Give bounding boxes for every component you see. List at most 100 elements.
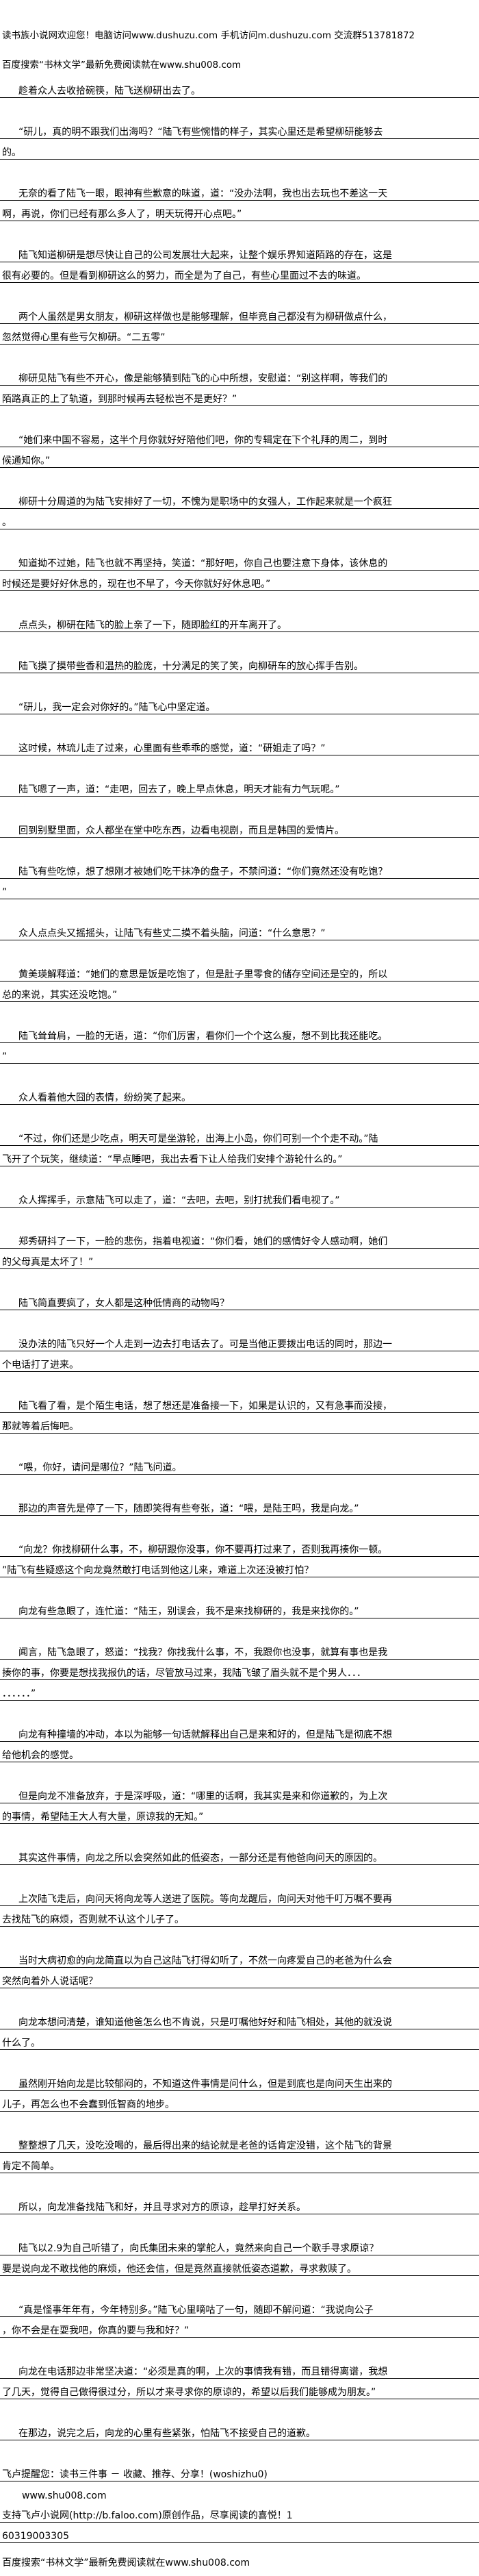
paragraph-line: 的。 xyxy=(0,139,479,160)
paragraph-line: 闻言，陆飞急眼了，怒道：“找我？你找我什么事，不，我跟你也没事，就算有事也是我 xyxy=(0,1639,479,1660)
paragraph-line: “真是怪事年年有，今年特别多。”陆飞心里嘀咕了一句，随即不解问道：“我说向公子 xyxy=(0,2297,479,2317)
paragraph-gap xyxy=(0,1618,479,1639)
site-welcome-banner: 读书族小说网欢迎您！电脑访问www.dushuzu.com 手机访问m.dush… xyxy=(2,30,415,41)
paragraph-list: 趁着众人去收拾碗筷，陆飞送柳研出去了。 “研儿，真的明不跟我们出海吗？“陆飞有些惋… xyxy=(0,77,479,2440)
paragraph: 没办法的陆飞只好一个人走到一边去打电话去了。可是当他正要拨出电话的同时，那边一个… xyxy=(0,1331,479,1372)
paragraph-line: 陆飞看了看，是个陌生电话，想了想还是准备接一下，如果是认识的，又有急事而没接， xyxy=(0,1392,479,1413)
support-notice-number: 60319003305 xyxy=(0,2523,479,2543)
site-url-link[interactable]: www.shu008.com xyxy=(22,2490,107,2501)
paragraph: 知道拗不过她，陆飞也就不再坚持，笑道：“那好吧，你自己也要注意下身体，该休息的时… xyxy=(0,550,479,591)
paragraph-line: 很有必要的。但是看到柳研这么的努力，而全是为了自己，有些心里面过不去的味道。 xyxy=(0,262,479,283)
paragraph-line: 其实这件事情，向龙之所以会突然如此的低姿态，一部分还是有他爸向问天的原因的。 xyxy=(0,1845,479,1865)
paragraph-gap xyxy=(0,1269,479,1290)
paragraph-line: 突然向着外人说话呢？ xyxy=(0,1968,479,1988)
paragraph-line: 的事情，希望陆王大人有大量，原谅我的无知。” xyxy=(0,1803,479,1824)
paragraph-line: 没办法的陆飞只好一个人走到一边去打电话去了。可是当他正要拨出电话的同时，那边一 xyxy=(0,1331,479,1351)
paragraph-line: “研儿，真的明不跟我们出海吗？“陆飞有些惋惜的样子，其实心里还是希望柳研能够去 xyxy=(0,118,479,139)
paragraph-line: 陆飞耸耸肩，一脸的无语，道：“你们厉害，看你们一个个这么瘦，想不到比我还能吃。 xyxy=(0,1023,479,1043)
paragraph-gap xyxy=(0,1577,479,1598)
paragraph-line: 个电话打了进来。 xyxy=(0,1351,479,1372)
paragraph-line: ．．．．．．” xyxy=(0,1680,479,1701)
paragraph: 当时大病初愈的向龙简直以为自己这陆飞打得幻听了，不然一向疼爱自己的老爸为什么会突… xyxy=(0,1947,479,1988)
paragraph: 黄美瑛解释道：“她们的意思是饭是吃饱了，但是肚子里零食的储存空间还是空的，所以总… xyxy=(0,961,479,1002)
paragraph-line: 向龙有种撞墙的冲动，本以为能够一句话就解释出自己是来和好的，但是陆飞是彻底不想 xyxy=(0,1721,479,1742)
paragraph: 趁着众人去收拾碗筷，陆飞送柳研出去了。 xyxy=(0,77,479,98)
paragraph: 向龙有些急眼了，连忙道：“陆王，别误会，我不是来找柳研的，我是来找你的。” xyxy=(0,1598,479,1618)
support-notice: 支持飞卢小说网(http://b.faloo.com)原创作品，尽享阅读的喜悦！… xyxy=(0,2502,479,2523)
paragraph-gap xyxy=(0,2173,479,2194)
paragraph: 众人看着他大囧的表情，纷纷笑了起来。 xyxy=(0,1084,479,1105)
paragraph-line: 虽然刚开始向龙是比较郁闷的，不知道这件事情是问什么，但是到底也是向问天生出来的 xyxy=(0,2071,479,2091)
paragraph: 陆飞知道柳研是想尽快让自己的公司发展壮大起来，让整个娱乐界知道陌路的存在，这是很… xyxy=(0,242,479,283)
paragraph-gap xyxy=(0,1310,479,1331)
paragraph: “研儿，我一定会对你好的。”陆飞心中坚定道。 xyxy=(0,694,479,714)
paragraph-gap xyxy=(0,283,479,303)
paragraph: 郑秀研抖了一下，一脸的悲伤，指着电视道：“你们看，她们的感情好令人感动啊，她们的… xyxy=(0,1228,479,1269)
paragraph-line: 的父母真是太坏了！” xyxy=(0,1249,479,1269)
paragraph-gap xyxy=(0,2050,479,2071)
paragraph-gap xyxy=(0,1372,479,1392)
paragraph-line: 点点头，柳研在陆飞的脸上亲了一下，随即脸红的开车离开了。 xyxy=(0,612,479,632)
paragraph-line: 时候还是要好好休息的，现在也不早了，今天你就好好休息吧。” xyxy=(0,571,479,591)
paragraph: “研儿，真的明不跟我们出海吗？“陆飞有些惋惜的样子，其实心里还是希望柳研能够去的… xyxy=(0,118,479,160)
paragraph: 陆飞看了看，是个陌生电话，想了想还是准备接一下，如果是认识的，又有急事而没接，那… xyxy=(0,1392,479,1434)
paragraph-line: 那就等着后悔吧。 xyxy=(0,1413,479,1434)
paragraph-line: 儿子，再怎么也不会蠢到低智商的地步。 xyxy=(0,2091,479,2112)
paragraph-line: 什么了。 xyxy=(0,2029,479,2050)
paragraph: 但是向龙不准备放弃，于是深呼吸，道：“哪里的话啊，我其实是来和你道歉的，为上次的… xyxy=(0,1783,479,1824)
paragraph: 众人挥挥手，示意陆飞可以走了，道：“去吧，去吧，别打扰我们看电视了。” xyxy=(0,1187,479,1208)
paragraph: 上次陆飞走后，向问天将向龙等人送进了医院。等向龙醒后，向问天对他千叮万嘱不要再去… xyxy=(0,1886,479,1927)
paragraph: 在那边，说完之后，向龙的心里有些紧张，怕陆飞不接受自己的道歉。 xyxy=(0,2420,479,2440)
paragraph-line: 柳研见陆飞有些不开心，像是能够猜到陆飞的心中所想，安慰道：“别这样啊，等我们的 xyxy=(0,365,479,386)
paragraph-line: 黄美瑛解释道：“她们的意思是饭是吃饱了，但是肚子里零食的储存空间还是空的，所以 xyxy=(0,961,479,981)
paragraph-line: 要是说向龙不敢找他的麻烦，他还会信，但是竟然直接就低姿态道歉，寻求救赎了。 xyxy=(0,2255,479,2276)
paragraph-gap xyxy=(0,529,479,550)
paragraph: 两个人虽然是男女朋友，柳研这样做也是能够理解，但毕竟自己都没有为柳研做点什么，忽… xyxy=(0,303,479,345)
paragraph-line: 那边的声音先是停了一下，随即笑得有些夸张，道：“喂，是陆王吗，我是向龙。” xyxy=(0,1495,479,1516)
paragraph-gap xyxy=(0,1002,479,1023)
paragraph-line: 飞开了个玩笑，继续道：“早点睡吧，我出去看下让人给我们安排个游轮什么的。” xyxy=(0,1146,479,1166)
paragraph-line: 啊，再说，你们已经有那么多人了，明天玩得开心点吧。” xyxy=(0,201,479,221)
paragraph-line: 两个人虽然是男女朋友，柳研这样做也是能够理解，但毕竟自己都没有为柳研做点什么， xyxy=(0,303,479,324)
paragraph-line: 众人点点头又摇摇头，让陆飞有些丈二摸不着头脑，问道：“什么意思？” xyxy=(0,920,479,940)
paragraph-gap xyxy=(0,1927,479,1947)
paragraph-gap xyxy=(0,1701,479,1721)
paragraph-gap xyxy=(0,1865,479,1886)
paragraph-gap xyxy=(0,160,479,180)
paragraph-gap xyxy=(0,2338,479,2358)
paragraph-line: 总的来说，其实还没吃饱。” xyxy=(0,981,479,1002)
paragraph-line: 趁着众人去收拾碗筷，陆飞送柳研出去了。 xyxy=(0,77,479,98)
paragraph-gap xyxy=(0,1762,479,1783)
paragraph-line: 向龙有些急眼了，连忙道：“陆王，别误会，我不是来找柳研的，我是来找你的。” xyxy=(0,1598,479,1618)
paragraph: 陆飞摸了摸带些香和温热的脸庞，十分满足的笑了笑，向柳研车的放心挥手告别。 xyxy=(0,653,479,673)
paragraph-line: 给他机会的感觉。 xyxy=(0,1742,479,1762)
paragraph: “她们来中国不容易，这半个月你就好好陪他们吧，你的专辑定在下个礼拜的周二，到时候… xyxy=(0,427,479,468)
paragraph: 回到别墅里面，众人都坐在堂中吃东西，边看电视剧，而且是韩国的爱情片。 xyxy=(0,817,479,838)
paragraph-line: 众人看着他大囧的表情，纷纷笑了起来。 xyxy=(0,1084,479,1105)
paragraph-line: 陆飞摸了摸带些香和温热的脸庞，十分满足的笑了笑，向柳研车的放心挥手告别。 xyxy=(0,653,479,673)
paragraph-gap xyxy=(0,940,479,961)
paragraph-line: 知道拗不过她，陆飞也就不再坚持，笑道：“那好吧，你自己也要注意下身体，该休息的 xyxy=(0,550,479,571)
paragraph: 陆飞嗯了一声，道：“走吧，回去了，晚上早点休息，明天才能有力气玩呢。” xyxy=(0,776,479,797)
paragraph-line: 候通知你。” xyxy=(0,447,479,468)
paragraph-gap xyxy=(0,1824,479,1845)
paragraph: 陆飞耸耸肩，一脸的无语，道：“你们厉害，看你们一个个这么瘦，想不到比我还能吃。” xyxy=(0,1023,479,1064)
paragraph-line: 陆飞嗯了一声，道：“走吧，回去了，晚上早点休息，明天才能有力气玩呢。” xyxy=(0,776,479,797)
paragraph-gap xyxy=(0,755,479,776)
paragraph: 所以，向龙准备找陆飞和好，并且寻求对方的原谅，趁早打好关系。 xyxy=(0,2194,479,2214)
paragraph-gap xyxy=(0,2399,479,2420)
paragraph-line: 肯定不简单。 xyxy=(0,2153,479,2173)
paragraph-gap xyxy=(0,1988,479,2009)
paragraph: 柳研见陆飞有些不开心，像是能够猜到陆飞的心中所想，安慰道：“别这样啊，等我们的陌… xyxy=(0,365,479,406)
paragraph-line: 回到别墅里面，众人都坐在堂中吃东西，边看电视剧，而且是韩国的爱情片。 xyxy=(0,817,479,838)
paragraph-line: ” xyxy=(0,879,479,899)
paragraph-gap xyxy=(0,468,479,488)
paragraph-line: 柳研十分周道的为陆飞安排好了一切，不愧为是职场中的女强人，工作起来就是一个疯狂 xyxy=(0,488,479,509)
paragraph-line: 整整想了几天，没吃没喝的，最后得出来的结论就是老爸的话肯定没错，这个陆飞的背景 xyxy=(0,2132,479,2153)
paragraph: 陆飞以2.9为自己听错了，向氏集团未来的掌舵人，竟然来向自己一个歌手寻求原谅？要… xyxy=(0,2235,479,2276)
paragraph-line: 了几天，觉得自己做得很过分，所以才来寻求你的原谅的，希望以后我们能够成为朋友。” xyxy=(0,2379,479,2399)
paragraph-line: “研儿，我一定会对你好的。”陆飞心中坚定道。 xyxy=(0,694,479,714)
paragraph-line: “喂，你好，请问是哪位？”陆飞问道。 xyxy=(0,1454,479,1475)
paragraph-line: 去找陆飞的麻烦，否则就不认这个儿子了。 xyxy=(0,1906,479,1927)
paragraph: 闻言，陆飞急眼了，怒道：“找我？你找我什么事，不，我跟你也没事，就算有事也是我揍… xyxy=(0,1639,479,1701)
